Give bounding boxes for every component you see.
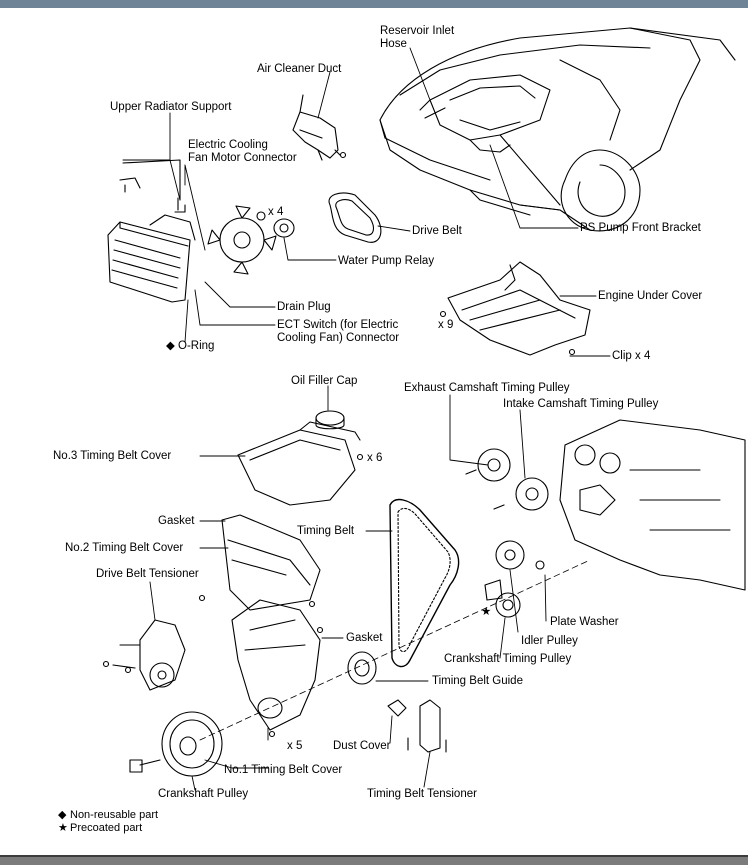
idler-pulley-illustration [484,540,545,618]
axis-dashed-line [199,559,591,741]
label-ect-switch-line1: ECT Switch (for Electric [277,319,399,331]
label-crankshaft-timing-pulley: Crankshaft Timing Pulley [444,653,572,665]
fasteners-illustration [102,151,576,738]
radiator-illustration [107,159,196,303]
label-exhaust-camshaft-timing-pulley: Exhaust Camshaft Timing Pulley [404,382,570,394]
label-intake-camshaft-timing-pulley: Intake Camshaft Timing Pulley [503,398,659,410]
cooling-fan-illustration [207,205,277,275]
engine-under-cover-illustration [447,261,591,356]
drive-belt-illustration [328,192,382,243]
label-drain-plug: Drain Plug [277,301,331,313]
label-timing-belt-tensioner: Timing Belt Tensioner [367,788,477,800]
label-oil-filler-cap: Oil Filler Cap [291,375,358,387]
timing-belt-illustration [389,498,460,668]
label-fan-motor-connector-line1: Electric Cooling [188,139,268,151]
precoated-star-marker: ★ [481,606,492,618]
label-x9: x 9 [438,319,454,331]
label-x4-fan: x 4 [268,206,284,218]
label-upper-radiator-support: Upper Radiator Support [110,101,232,113]
legend-precoated: ★Precoated part [58,822,142,835]
label-reservoir-inlet-hose-line2: Hose [380,38,407,50]
legend-precoated-text: Precoated part [70,822,143,834]
crankshaft-pulley-illustration [129,711,223,777]
label-no1-timing-belt-cover: No.1 Timing Belt Cover [224,764,343,776]
label-dust-cover: Dust Cover [333,740,391,752]
label-crankshaft-pulley: Crankshaft Pulley [158,788,249,800]
label-gasket-top: Gasket [158,515,195,527]
label-air-cleaner-duct: Air Cleaner Duct [257,63,342,75]
label-gasket-mid: Gasket [346,632,383,644]
label-clip-x4: Clip x 4 [612,350,651,362]
air-cleaner-duct-illustration [292,94,341,161]
legend-non-reusable: ◆Non-reusable part [58,809,158,822]
water-pump-pulley-illustration [256,211,295,238]
legend-non-reusable-symbol: ◆ [58,809,67,821]
legend-non-reusable-text: Non-reusable part [70,809,159,821]
label-no3-timing-belt-cover: No.3 Timing Belt Cover [53,450,172,462]
label-engine-under-cover: Engine Under Cover [598,290,703,302]
no1-timing-belt-cover-illustration [231,599,321,731]
label-ect-switch-line2: Cooling Fan) Connector [277,332,400,344]
no2-timing-belt-cover-illustration [221,514,321,611]
label-o-ring: ◆O-Ring [166,340,214,353]
leader-lines [122,47,611,791]
top-bar [0,0,748,8]
non-reusable-symbol: ◆ [166,340,175,352]
label-drive-belt-tensioner: Drive Belt Tensioner [96,568,199,580]
vehicle-illustration [379,27,736,232]
legend-precoated-symbol: ★ [58,822,68,834]
label-timing-belt-guide: Timing Belt Guide [432,675,523,687]
label-reservoir-inlet-hose-line1: Reservoir Inlet [380,25,455,37]
no3-timing-belt-cover-illustration [237,421,361,506]
label-no2-timing-belt-cover: No.2 Timing Belt Cover [65,542,184,554]
label-timing-belt: Timing Belt [297,525,355,537]
label-ps-pump-front-bracket: PS Pump Front Bracket [580,222,701,234]
drive-belt-tensioner-illustration [112,619,186,691]
oil-filler-cap-illustration [315,410,345,430]
camshaft-pulleys-illustration [465,448,549,511]
label-water-pump-relay: Water Pump Relay [338,255,435,267]
label-o-ring-text: O-Ring [178,340,215,352]
label-plate-washer: Plate Washer [550,616,619,628]
label-fan-motor-connector-line2: Fan Motor Connector [188,152,297,164]
bottom-divider [0,855,748,857]
label-idler-pulley: Idler Pulley [521,635,578,647]
engine-block-illustration [559,419,746,591]
label-drive-belt: Drive Belt [412,225,462,237]
timing-belt-guide-illustration [347,651,377,685]
label-x6: x 6 [367,452,383,464]
timing-belt-tensioner-illustration [387,699,447,753]
bottom-bar [0,857,748,865]
label-x5: x 5 [287,740,303,752]
